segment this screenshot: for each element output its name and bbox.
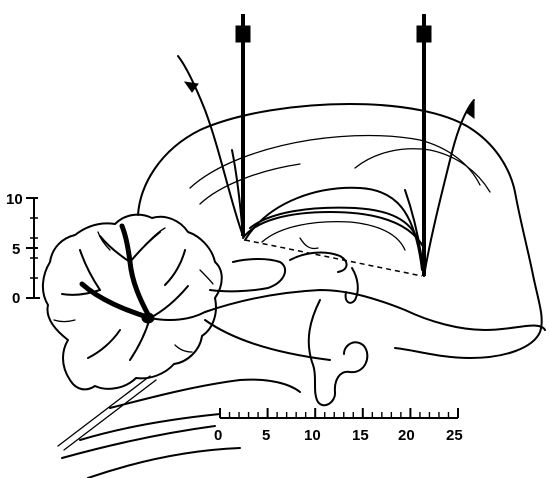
electrode-connecting-line: [245, 240, 422, 276]
electrode-left-holder-icon: [236, 26, 250, 42]
horizontal-tick-5: 5: [262, 427, 270, 444]
horizontal-tick-25: 25: [446, 427, 463, 444]
vertical-tick-5: 5: [12, 241, 20, 258]
horizontal-tick-15: 15: [352, 427, 369, 444]
vertical-tick-10: 10: [6, 191, 23, 208]
horizontal-scale: 0 5 10 15 20 25: [214, 408, 463, 444]
horizontal-tick-0: 0: [214, 427, 222, 444]
cerebellum: [43, 215, 222, 390]
vertical-scale: 10 5 0: [6, 191, 40, 307]
horizontal-tick-10: 10: [304, 427, 321, 444]
horizontal-scale-ticks: [220, 408, 458, 418]
stimulation-path: [243, 188, 424, 276]
electrode-right-holder-icon: [417, 26, 431, 42]
brain-outline: [58, 104, 545, 478]
horizontal-tick-20: 20: [398, 427, 415, 444]
vertical-tick-0: 0: [12, 290, 20, 307]
